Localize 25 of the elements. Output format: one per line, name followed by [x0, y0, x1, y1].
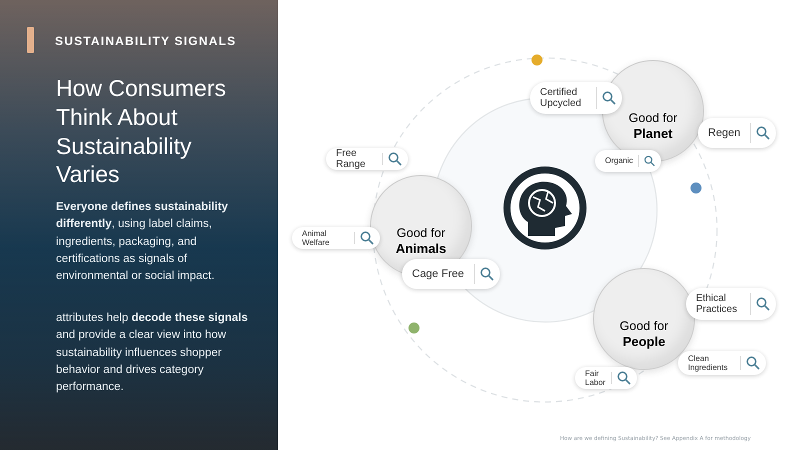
claim-tag: [595, 150, 661, 172]
category-label: Good for Planet: [628, 110, 678, 142]
body-paragraph: attributes help decode these signals and provide a clear view into how sustainability influences shopper behavior and drives category performance.: [56, 311, 249, 395]
tag-text: Animal Welfare: [302, 228, 330, 248]
tag-text: Cage Free: [412, 268, 465, 280]
claim-tag: [292, 227, 380, 249]
tag-text: Regen: [708, 126, 742, 140]
tag-text: Ethical Practices: [696, 292, 738, 316]
claim-tag: [402, 259, 500, 289]
claim-tag: [698, 118, 776, 148]
tag-text: Fair Labor: [585, 368, 606, 388]
tag-text: Certified Upcycled: [540, 86, 582, 110]
tag-text: Clean Ingredients: [688, 354, 729, 372]
claim-tag: [530, 82, 622, 114]
tag-text: Organic: [605, 156, 634, 166]
slide-title: How Consumers Think About Sustainability Varies: [56, 74, 227, 189]
tag-text: Free Range: [336, 148, 366, 170]
claim-tag: [678, 351, 766, 375]
category-label: Good for People: [618, 318, 670, 350]
claim-tag: [575, 367, 637, 389]
body-paragraph: Everyone defines sustainability differently, using label claims, ingredients, packaging, and certifications as signals of environmental or social impact.: [56, 200, 229, 284]
category-label: Good for Animals: [394, 226, 448, 256]
eyebrow-heading: SUSTAINABILITY SIGNALS: [55, 34, 236, 48]
claim-tag: [686, 288, 776, 320]
claim-tag: [326, 148, 408, 170]
